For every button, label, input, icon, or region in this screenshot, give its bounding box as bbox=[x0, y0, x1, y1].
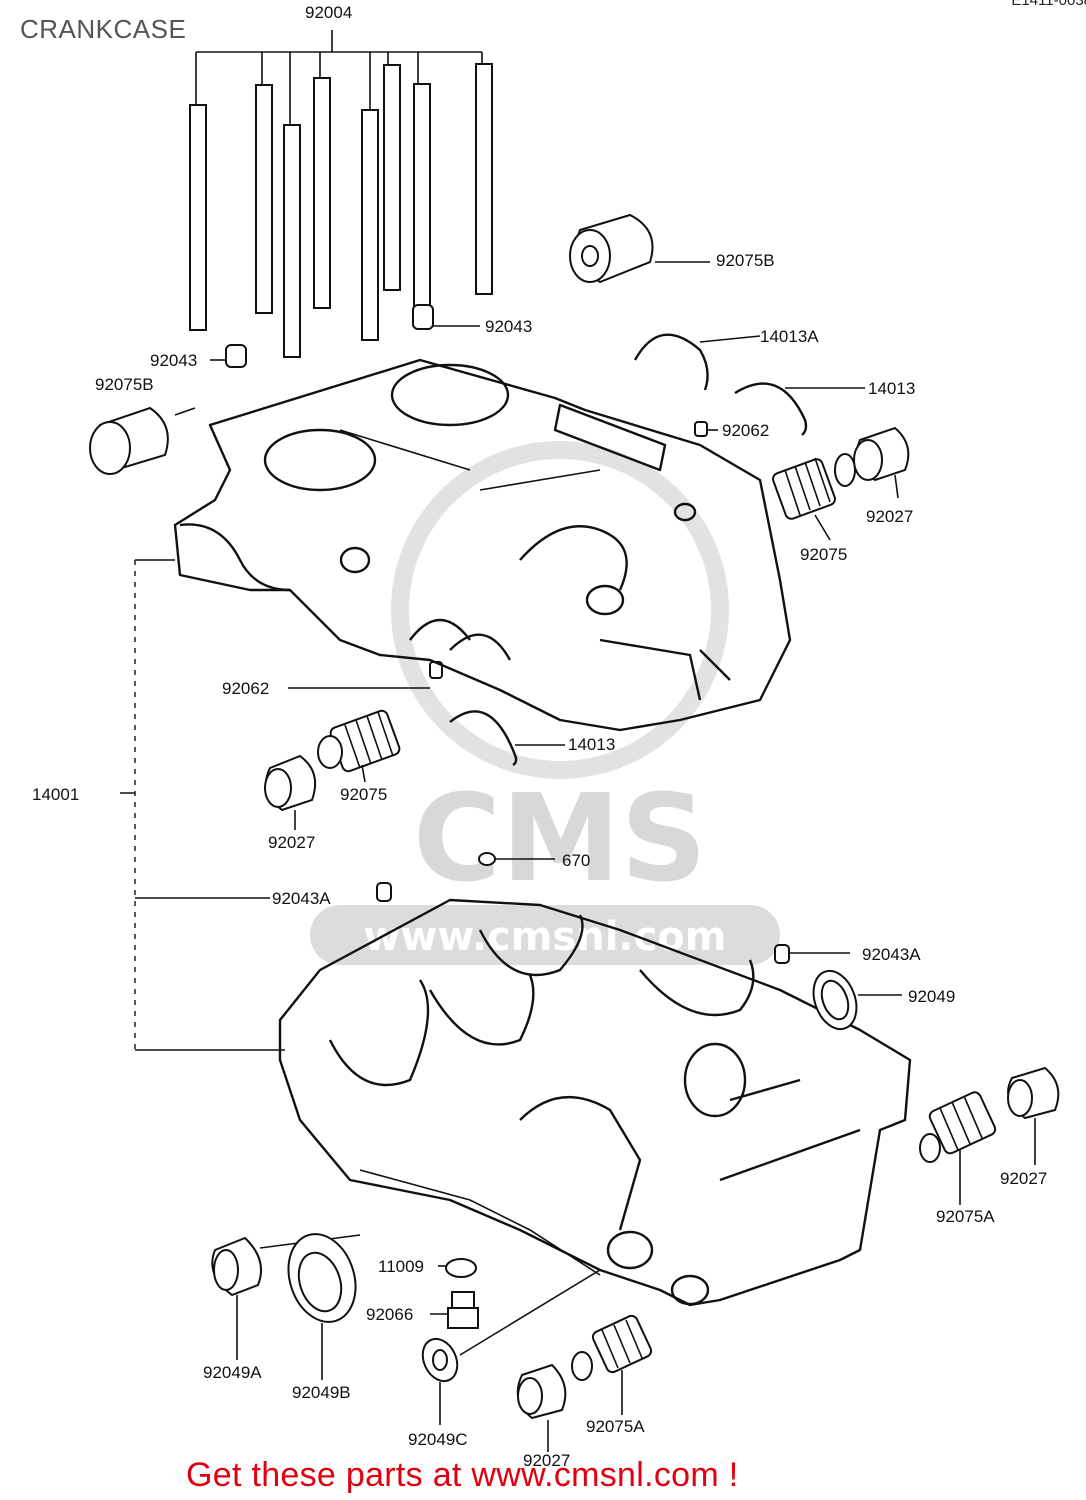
dowel-92043A-left bbox=[376, 882, 392, 902]
page-title: CRANKCASE bbox=[20, 14, 187, 44]
footer-promo-link[interactable]: Get these parts at www.cmsnl.com ! bbox=[186, 1456, 739, 1494]
label-92075-top: 92075 bbox=[800, 545, 847, 564]
label-92027-right: 92027 bbox=[1000, 1169, 1047, 1188]
label-670: 670 bbox=[562, 851, 590, 870]
label-92075-mid: 92075 bbox=[340, 785, 387, 804]
label-92049: 92049 bbox=[908, 987, 955, 1006]
callout-labels: 92004 92075B 92043 92043 92075B 14013A 1… bbox=[32, 3, 1047, 1470]
watermark-brand: CMS bbox=[413, 770, 707, 909]
label-92043A-left: 92043A bbox=[272, 889, 331, 908]
bearing-half-14013-top bbox=[734, 382, 808, 436]
upper-crankcase bbox=[173, 358, 792, 732]
watermark: CMS www.cmsnl.com bbox=[310, 441, 780, 965]
bearing-half-14013A bbox=[633, 333, 709, 391]
label-92027-mid: 92027 bbox=[268, 833, 315, 852]
label-92075A-right: 92075A bbox=[936, 1207, 995, 1226]
label-92075B-top: 92075B bbox=[716, 251, 775, 270]
watermark-url: www.cmsnl.com bbox=[364, 914, 727, 960]
label-14013A: 14013A bbox=[760, 327, 819, 346]
studs-92004 bbox=[189, 30, 493, 358]
label-92049C: 92049C bbox=[408, 1430, 468, 1449]
plug-92066 bbox=[430, 1291, 479, 1329]
dowel-92043-right bbox=[412, 304, 434, 330]
label-14013-mid: 14013 bbox=[568, 735, 615, 754]
seal-92049A bbox=[211, 1234, 361, 1360]
bushing-92027-bottom bbox=[516, 1363, 567, 1452]
bushing-92075B-left bbox=[89, 406, 196, 475]
bushing-92075B-top bbox=[569, 213, 710, 284]
label-92027-top: 92027 bbox=[866, 507, 913, 526]
seal-92049B bbox=[287, 1233, 357, 1380]
label-92062-mid: 92062 bbox=[222, 679, 269, 698]
label-14001: 14001 bbox=[32, 785, 79, 804]
dowel-92043A-right bbox=[774, 944, 790, 964]
o-ring-670 bbox=[478, 852, 496, 866]
label-92049A: 92049A bbox=[203, 1363, 262, 1382]
label-11009: 11009 bbox=[378, 1257, 424, 1276]
dowel-92043-left bbox=[225, 344, 247, 368]
label-92062-top: 92062 bbox=[722, 421, 769, 440]
label-14013-top: 14013 bbox=[868, 379, 915, 398]
label-92043-left: 92043 bbox=[150, 351, 197, 370]
label-92027-bottom: 92027 bbox=[523, 1451, 570, 1470]
shaft-92075-mid bbox=[317, 709, 401, 783]
shaft-92075-top bbox=[772, 453, 856, 541]
lower-crankcase bbox=[278, 898, 912, 1307]
seal-92049C bbox=[421, 1269, 601, 1425]
label-92075B-left: 92075B bbox=[95, 375, 154, 394]
bushing-92027-mid bbox=[264, 754, 316, 830]
figure-reference: E1411-0038 bbox=[1011, 0, 1086, 9]
bushing-92027-top bbox=[853, 426, 910, 499]
shaft-92075A-bottom bbox=[571, 1314, 653, 1415]
seal-92049 bbox=[812, 969, 902, 1031]
pin-92062-top bbox=[694, 421, 708, 437]
label-92075A-bottom: 92075A bbox=[586, 1417, 645, 1436]
washer-11009 bbox=[445, 1258, 477, 1278]
label-92049B: 92049B bbox=[292, 1383, 351, 1402]
label-92066: 92066 bbox=[366, 1305, 413, 1324]
label-92004: 92004 bbox=[305, 3, 352, 22]
shaft-92075A-right bbox=[919, 1091, 997, 1205]
label-92043-right: 92043 bbox=[485, 317, 532, 336]
label-92043A-right: 92043A bbox=[862, 945, 921, 964]
bearing-half-14013-mid bbox=[449, 710, 518, 767]
bushing-92027-right bbox=[1007, 1066, 1060, 1165]
